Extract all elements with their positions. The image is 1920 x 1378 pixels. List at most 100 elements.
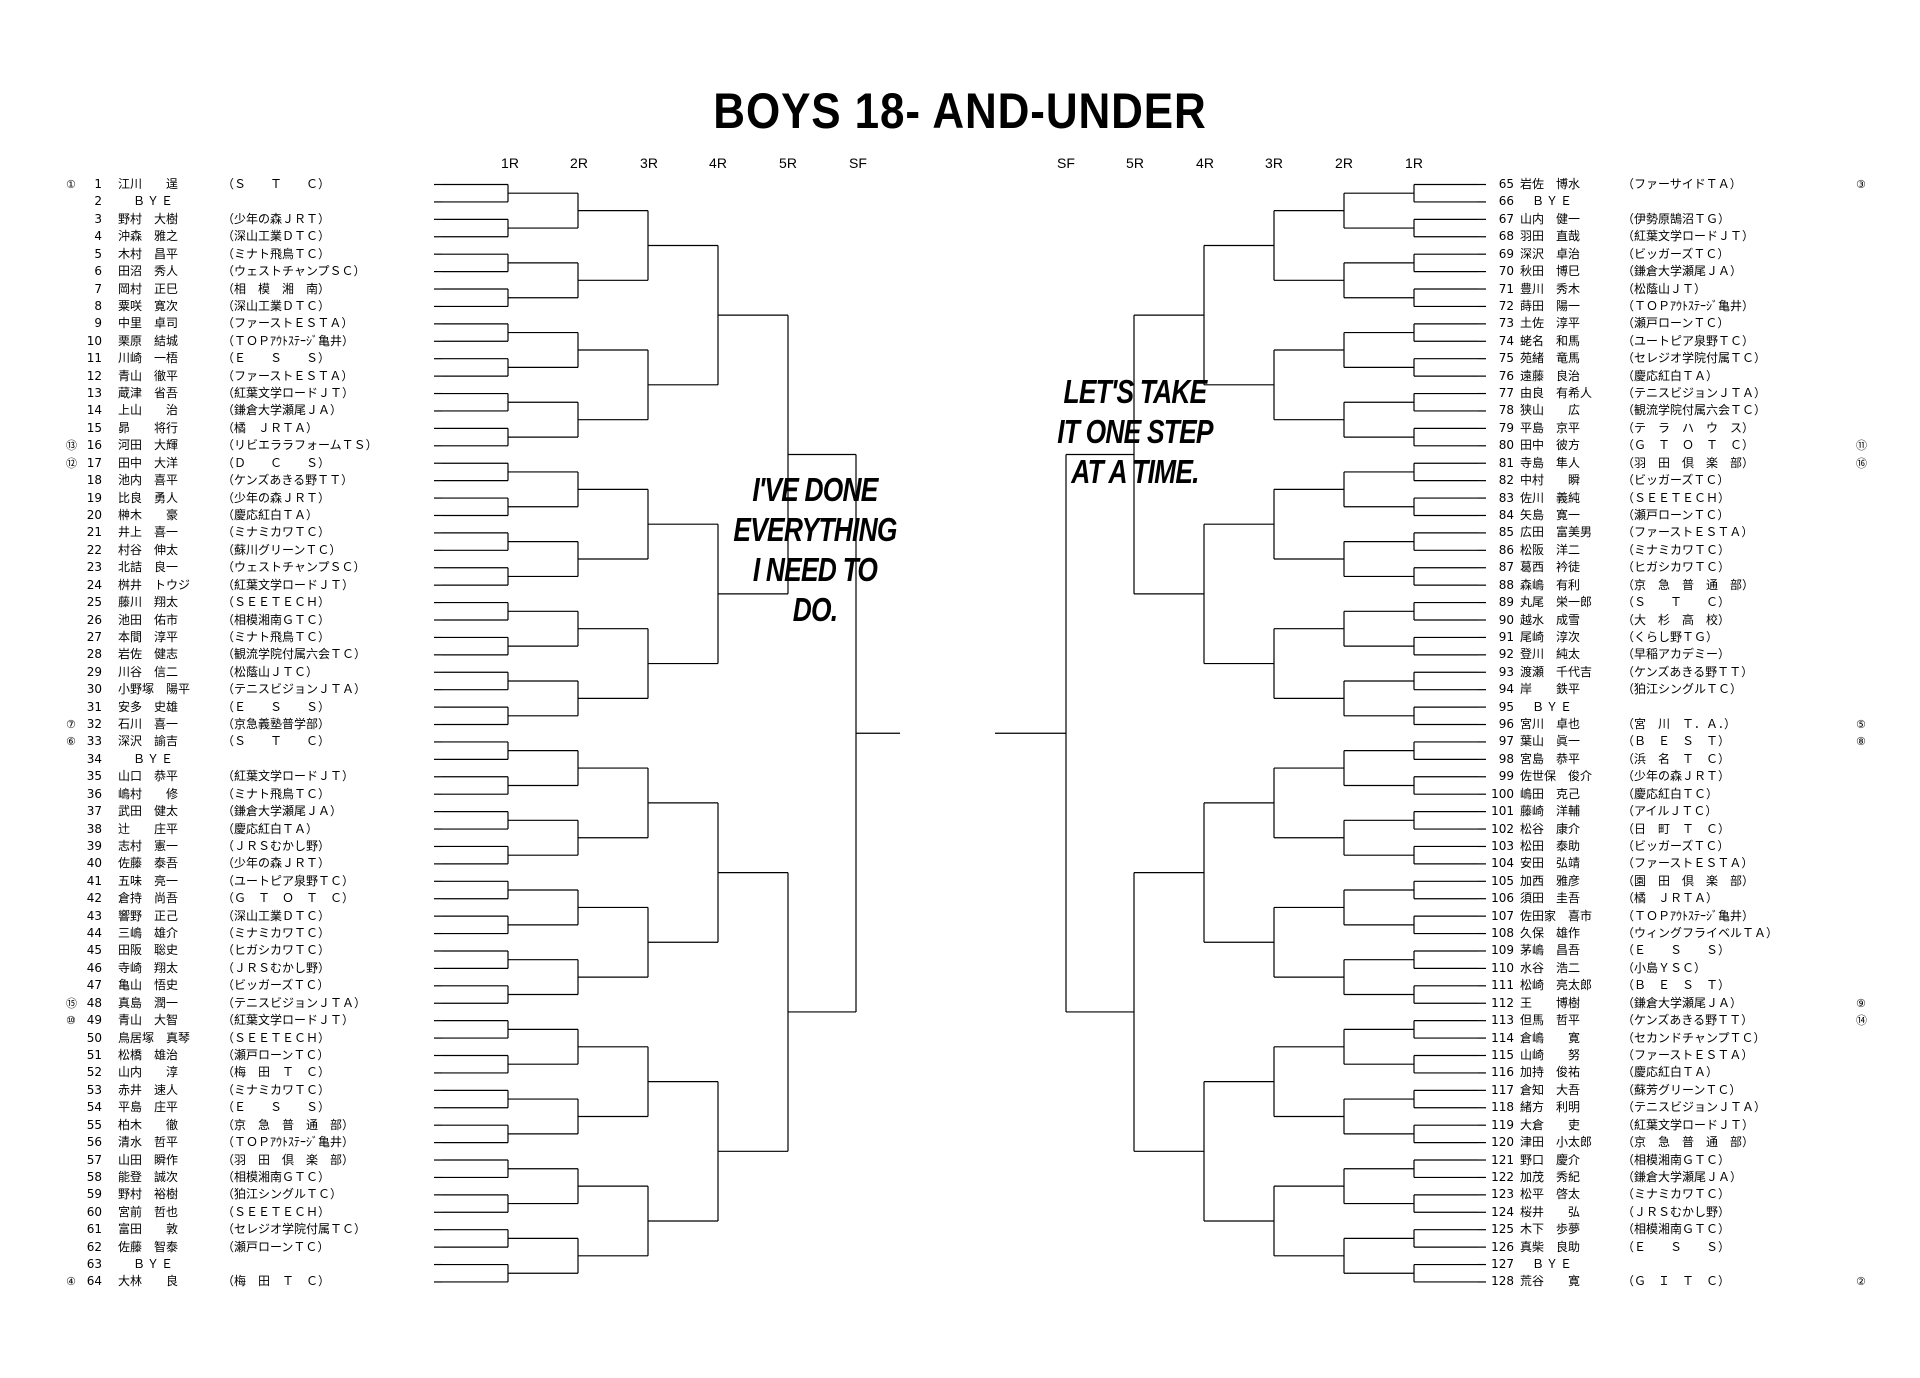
- club-name: （深山工業ＤＴＣ）: [222, 908, 331, 923]
- player-name: 尾崎 淳次: [1520, 629, 1581, 644]
- club-name: （ＴＯＰｱｳﾄｽﾃｰｼﾞ亀井）: [1622, 908, 1755, 923]
- club-name: （ＪＲＳむかし野）: [1622, 1204, 1731, 1219]
- club-name: （羽 田 倶 楽 部）: [1622, 455, 1755, 470]
- draw-number: 46: [86, 960, 102, 975]
- player-name: 三嶋 雄介: [118, 926, 179, 941]
- draw-number: 122: [1491, 1169, 1514, 1184]
- draw-number: 92: [1498, 647, 1514, 662]
- player-name: 佐藤 泰吾: [118, 856, 179, 871]
- player-name: 狭山 広: [1520, 403, 1581, 418]
- club-name: （慶応紅白ＴＡ）: [222, 821, 319, 836]
- player-name: 宮前 哲也: [118, 1204, 179, 1219]
- player-name: 嶋田 克己: [1520, 786, 1581, 801]
- club-name: （蘇芳グリーンＴＣ）: [1622, 1082, 1742, 1097]
- seed-mark: ⑩: [66, 1014, 76, 1028]
- player-name: 青山 大智: [118, 1013, 179, 1028]
- round-label-4r: 4R: [709, 155, 727, 171]
- club-name: （ミナミカワＴＣ）: [222, 926, 331, 941]
- draw-number: 49: [86, 1013, 102, 1028]
- player-name: 山崎 努: [1520, 1048, 1581, 1062]
- draw-number: 117: [1491, 1082, 1514, 1097]
- draw-number: 77: [1498, 386, 1514, 401]
- club-name: （浜 名 Ｔ Ｃ）: [1622, 751, 1731, 766]
- club-name: （ファーストＥＳＴＡ）: [222, 316, 354, 331]
- club-name: （小島ＹＳＣ）: [1622, 960, 1707, 975]
- player-name: 粟咲 寛次: [118, 298, 179, 313]
- club-name: （観流学院付属六会ＴＣ）: [1622, 403, 1767, 418]
- player-name: ＢＹＥ: [1532, 699, 1575, 714]
- draw-number: 89: [1498, 595, 1514, 610]
- player-name: 井上 喜一: [118, 525, 179, 540]
- player-name: 苑緒 竜馬: [1520, 351, 1581, 366]
- draw-number: 43: [86, 908, 102, 923]
- club-name: （アイルＪＴＣ）: [1622, 804, 1718, 819]
- player-name: 北詰 良一: [118, 560, 179, 575]
- player-name: 松崎 亮太郎: [1520, 978, 1593, 993]
- player-name: 嶋村 修: [118, 786, 179, 801]
- club-name: （ケンズあきる野ＴＴ）: [1622, 664, 1754, 679]
- player-name: 岩佐 健志: [118, 647, 179, 662]
- draw-number: 116: [1491, 1065, 1514, 1080]
- draw-number: 50: [86, 1030, 102, 1045]
- round-label-sf: SF: [849, 155, 867, 171]
- club-name: （Ｅ Ｓ Ｓ）: [222, 1100, 331, 1115]
- club-name: （ユートピア泉野ＴＣ）: [222, 873, 355, 888]
- draw-number: 5: [94, 246, 102, 261]
- seed-mark: ⑤: [1856, 718, 1866, 732]
- player-name: 真柴 良助: [1520, 1239, 1581, 1254]
- player-name: 登川 純太: [1520, 647, 1581, 662]
- page-title: BOYS 18- AND-UNDER: [713, 83, 1207, 139]
- draw-number: 45: [86, 943, 102, 958]
- club-name: （Ｅ Ｓ Ｓ）: [1622, 943, 1731, 958]
- draw-number: 83: [1498, 490, 1514, 505]
- club-name: （ＪＲＳむかし野）: [222, 960, 331, 975]
- draw-number: 56: [86, 1135, 102, 1150]
- player-name: 津田 小太郎: [1520, 1135, 1593, 1150]
- club-name: （鎌倉大学瀬尾ＪＡ）: [222, 403, 343, 418]
- draw-number: 71: [1498, 281, 1514, 296]
- player-name: 比良 勇人: [118, 490, 179, 505]
- player-name: 蒔田 陽一: [1520, 298, 1581, 313]
- player-name: 加西 雅彦: [1520, 873, 1581, 888]
- draw-number: 23: [86, 560, 102, 575]
- club-name: （京 急 普 通 部）: [1622, 1135, 1755, 1150]
- seed-mark: ⑥: [66, 735, 76, 749]
- club-name: （観流学院付属六会ＴＣ）: [222, 647, 367, 662]
- draw-number: 58: [86, 1169, 102, 1184]
- seed-mark: ⑪: [1856, 439, 1867, 453]
- draw-number: 114: [1491, 1030, 1514, 1045]
- draw-number: 90: [1498, 612, 1514, 627]
- draw-number: 33: [86, 734, 102, 749]
- club-name: （紅葉文学ロードＪＴ）: [222, 577, 355, 592]
- draw-number: 74: [1498, 333, 1514, 348]
- player-name: 江川 逞: [118, 177, 179, 191]
- draw-number: 127: [1491, 1257, 1514, 1272]
- seed-mark: ⑮: [66, 996, 77, 1010]
- draw-number: 64: [86, 1274, 102, 1289]
